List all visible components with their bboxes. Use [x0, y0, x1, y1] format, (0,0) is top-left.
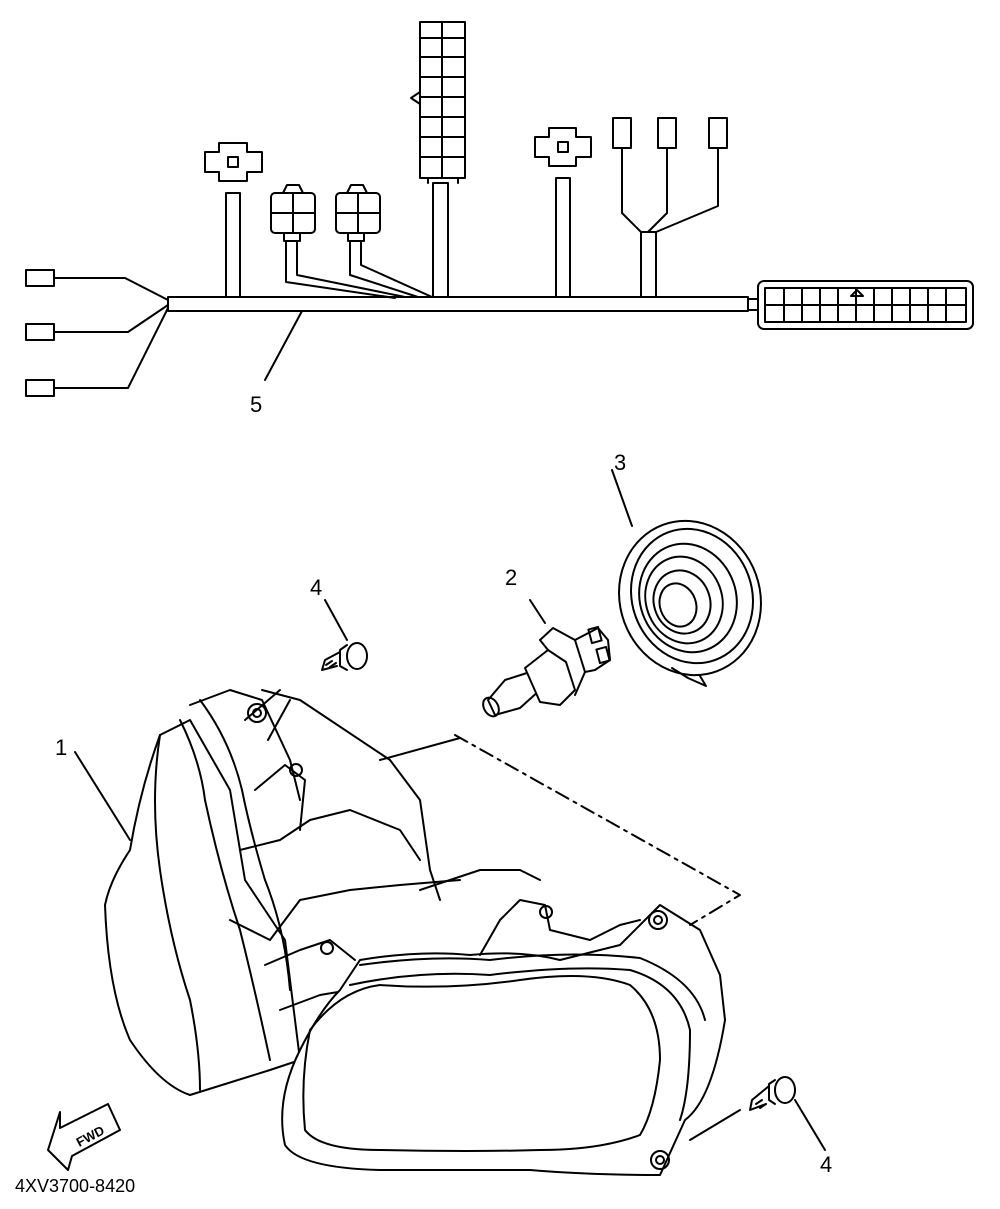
coupler-branch-1 — [204, 142, 263, 298]
callout-4-upper: 4 — [310, 575, 322, 600]
coupler-branch-2 — [534, 127, 592, 298]
screw-upper — [321, 599, 368, 671]
socket-branches — [270, 184, 433, 299]
headlight-assembly — [74, 689, 741, 1176]
callout-2: 2 — [505, 565, 517, 590]
wire-harness — [25, 21, 974, 397]
three-lead-branch — [612, 117, 728, 298]
bulb — [482, 599, 611, 718]
callout-1: 1 — [55, 735, 67, 760]
bulb-cover — [611, 469, 762, 687]
main-coupler — [747, 280, 974, 330]
part-code: 4XV3700-8420 — [15, 1176, 135, 1196]
callout-4-lower: 4 — [820, 1152, 832, 1177]
fwd-arrow-icon — [47, 1103, 121, 1171]
callout-3: 3 — [614, 450, 626, 475]
left-pin-connectors — [25, 269, 169, 397]
tall-connector-branch — [410, 21, 466, 298]
callout-5: 5 — [250, 392, 262, 417]
screw-lower — [749, 1076, 826, 1151]
